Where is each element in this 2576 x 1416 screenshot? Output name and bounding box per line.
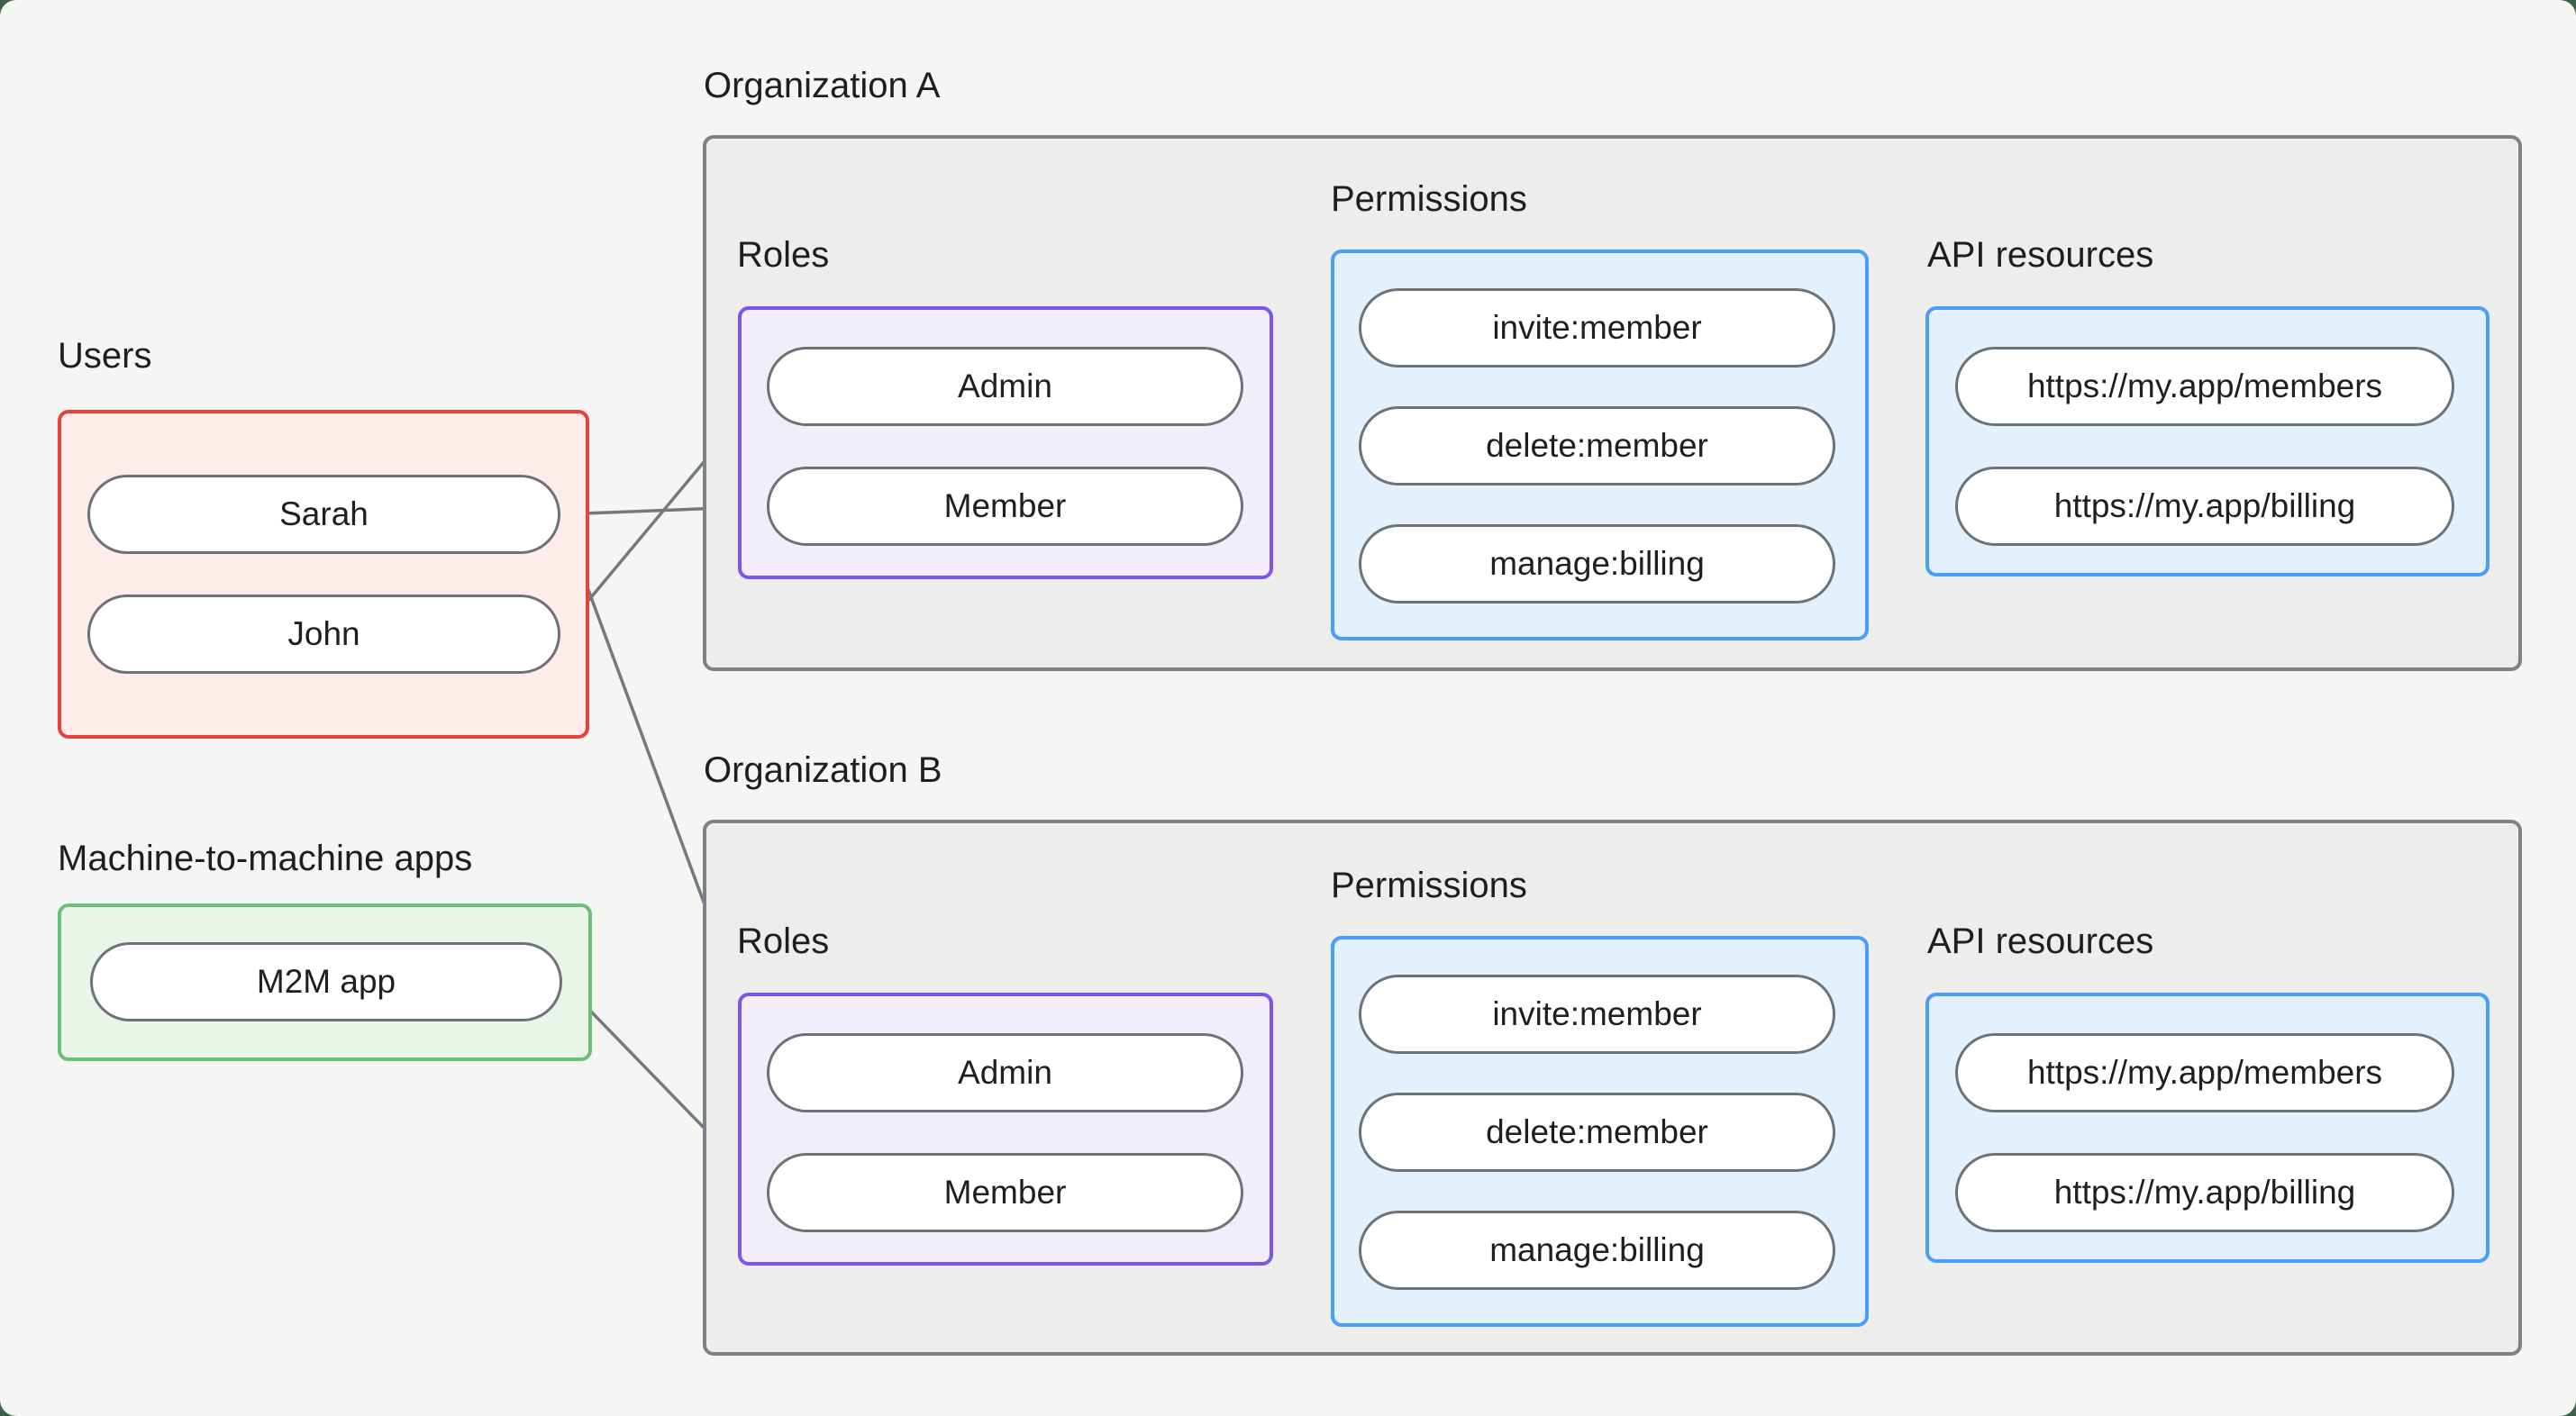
org-a-api-resources-label: API resources	[1927, 235, 2154, 275]
node-org-a-permission-delete-member: delete:member	[1359, 406, 1835, 486]
node-org-b-permission-delete-member: delete:member	[1359, 1093, 1835, 1172]
node-org-b-permission-manage-billing: manage:billing	[1359, 1211, 1835, 1290]
node-org-a-permission-manage-billing: manage:billing	[1359, 524, 1835, 604]
users-section-label: Users	[58, 336, 152, 376]
node-org-b-api-billing-label: https://my.app/billing	[2053, 1174, 2356, 1211]
org-a-title: Organization A	[704, 66, 941, 105]
org-b-roles-label: Roles	[737, 921, 830, 961]
org-b-api-resources-label: API resources	[1927, 921, 2154, 961]
node-org-b-role-member: Member	[767, 1153, 1243, 1232]
node-m2m-app: M2M app	[90, 942, 562, 1021]
node-org-b-api-members: https://my.app/members	[1955, 1033, 2454, 1112]
node-org-a-permission-invite-member: invite:member	[1359, 288, 1835, 368]
node-org-b-api-billing: https://my.app/billing	[1955, 1153, 2454, 1232]
org-b-permissions-label: Permissions	[1331, 866, 1527, 905]
node-org-b-api-members-label: https://my.app/members	[2026, 1054, 2383, 1091]
node-org-a-permission-delete-member-label: delete:member	[1486, 427, 1708, 464]
node-org-b-permission-delete-member-label: delete:member	[1486, 1113, 1708, 1150]
users-group-box	[58, 410, 589, 739]
org-a-roles-label: Roles	[737, 235, 830, 275]
node-user-john: John	[87, 595, 560, 674]
node-org-a-api-members-label: https://my.app/members	[2026, 368, 2383, 404]
node-org-b-role-admin: Admin	[767, 1033, 1243, 1112]
node-org-a-role-admin: Admin	[767, 347, 1243, 426]
node-user-sarah: Sarah	[87, 475, 560, 554]
node-org-b-role-admin-label: Admin	[958, 1054, 1052, 1091]
node-org-a-permission-manage-billing-label: manage:billing	[1489, 545, 1705, 582]
node-user-john-label: John	[287, 615, 360, 652]
org-b-title: Organization B	[704, 750, 942, 790]
node-org-a-permission-invite-member-label: invite:member	[1492, 309, 1702, 346]
node-org-a-api-billing: https://my.app/billing	[1955, 467, 2454, 546]
node-org-a-role-member: Member	[767, 467, 1243, 546]
node-org-b-permission-manage-billing-label: manage:billing	[1489, 1231, 1705, 1268]
node-user-sarah-label: Sarah	[279, 495, 369, 532]
node-org-b-permission-invite-member: invite:member	[1359, 975, 1835, 1054]
node-org-b-permission-invite-member-label: invite:member	[1492, 995, 1702, 1032]
node-org-a-role-member-label: Member	[943, 487, 1067, 524]
node-m2m-app-label: M2M app	[256, 963, 396, 1000]
node-org-a-role-admin-label: Admin	[958, 368, 1052, 404]
node-org-a-api-members: https://my.app/members	[1955, 347, 2454, 426]
org-a-permissions-label: Permissions	[1331, 179, 1527, 219]
node-org-a-api-billing-label: https://my.app/billing	[2053, 487, 2356, 524]
m2m-section-label: Machine-to-machine apps	[58, 839, 473, 878]
node-org-b-role-member-label: Member	[943, 1174, 1067, 1211]
